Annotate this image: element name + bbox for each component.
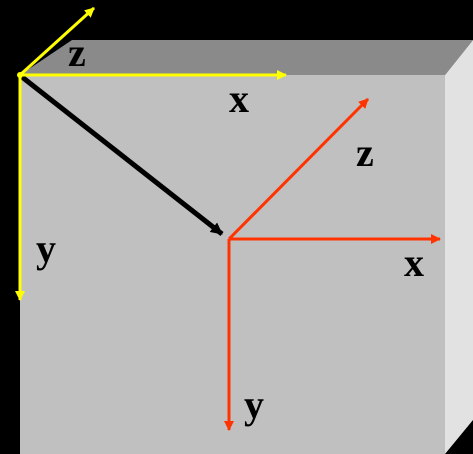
translation-arrow [20,75,224,236]
local-z-axis [227,97,370,241]
local-x-label: x [404,240,424,285]
world-x-label: x [229,76,249,121]
world-z-axis [18,6,96,77]
world-z-label: z [68,30,86,75]
world-frame [15,6,287,301]
world-origin [17,72,23,78]
box [20,40,473,454]
box-front-face [20,75,445,454]
local-z-label: z [356,130,374,175]
box-top-face [20,40,473,75]
local-y-label: y [244,382,264,427]
world-y-label: y [36,226,56,271]
local-frame [224,97,441,431]
box-side-face [445,40,473,454]
